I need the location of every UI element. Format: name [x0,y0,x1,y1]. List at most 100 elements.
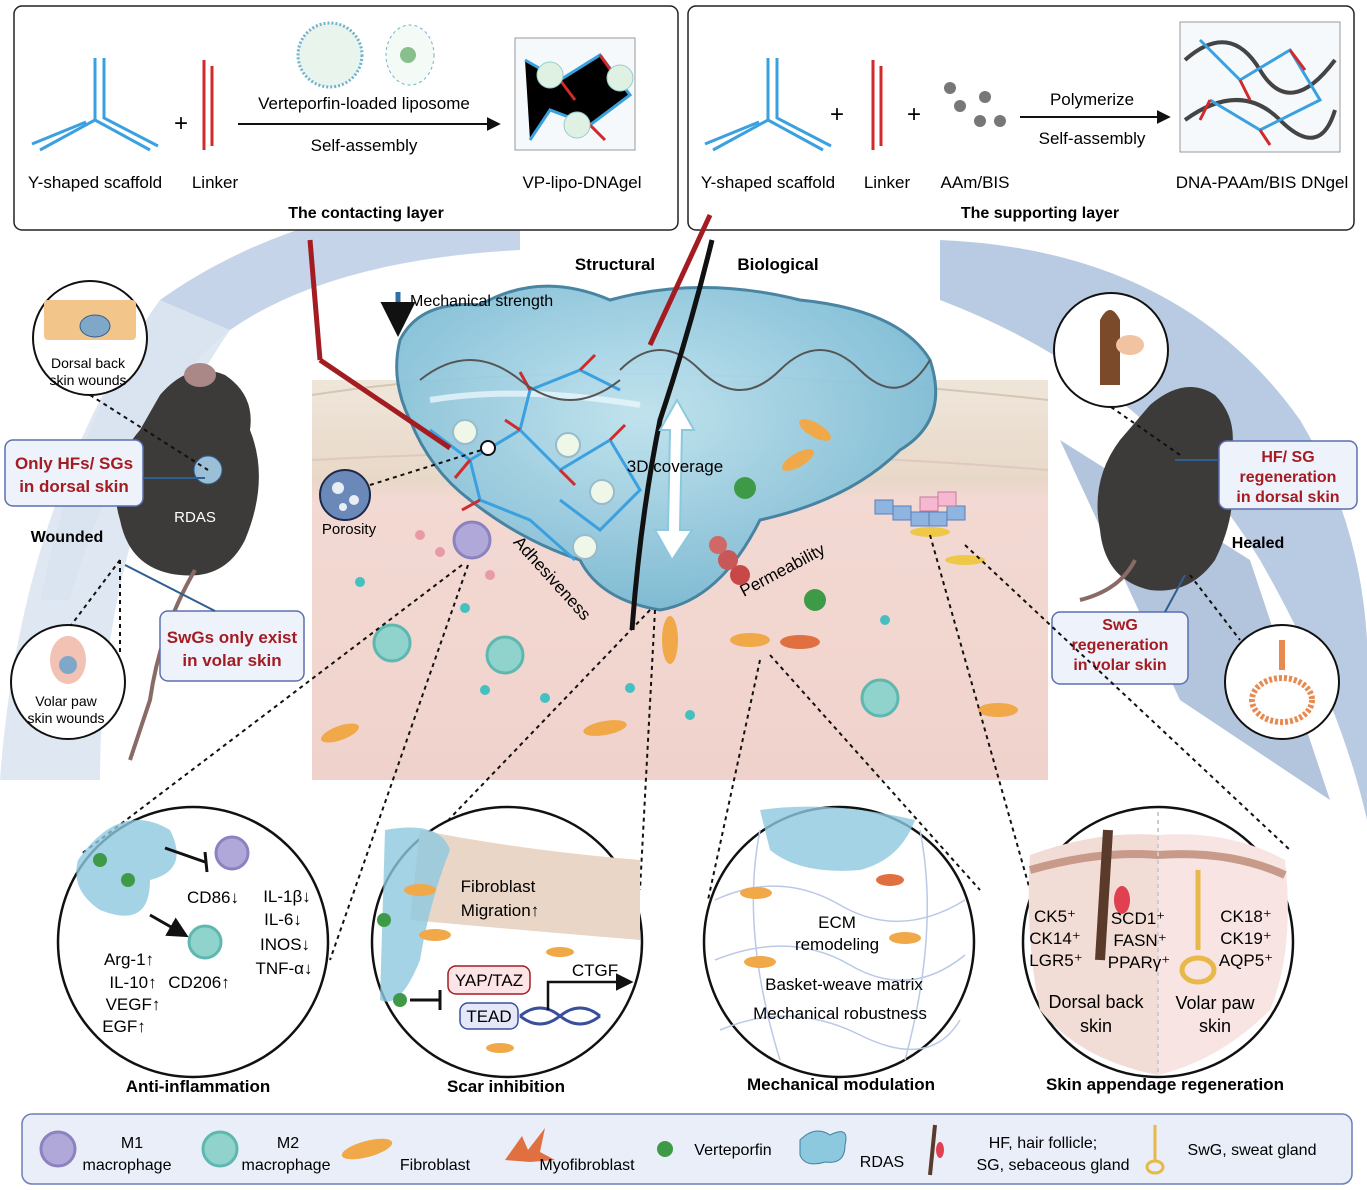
arrow-bottom-label: Self-assembly [311,136,418,155]
il10: IL-10↑ [109,973,156,992]
panel-anti-inflammation: CD86↓ IL-1β↓ IL-6↓ INOS↓ TNF-α↓ Arg-1↑ I… [56,805,330,1096]
central-wound-scene: Mechanical strength Structural Biologica… [307,213,1049,780]
dna-paam-dngel-icon [1179,21,1341,153]
inos: INOS↓ [260,935,310,954]
legend-verteporfin: Verteporfin [694,1142,771,1159]
swg-regen-line3: in volar skin [1073,657,1166,674]
hf-regen-line3: in dorsal skin [1236,489,1339,506]
panel-title-mechanical: Mechanical modulation [747,1075,935,1094]
legend-m1-1: M1 [121,1135,143,1152]
m2-legend-icon [201,1130,239,1168]
box-title: The contacting layer [288,205,444,222]
il6: IL-6↓ [264,910,302,929]
coverage-arrow [653,397,696,562]
supporting-layer-box: + + Polymerize Self-assembly Y-shaped sc… [687,5,1355,231]
panel-skin-appendage: CK5⁺ CK14⁺ LGR5⁺ SCD1⁺ FASN⁺ PPARγ⁺ CK18… [1021,805,1295,1094]
legend-m1-2: macrophage [83,1157,172,1174]
volar-skin-line2: skin [1199,1016,1231,1036]
vp-lipo-dnagel-icon [514,37,636,151]
legend-sg: SG, sebaceous gland [977,1157,1130,1174]
dorsal-skin-line2: skin [1080,1016,1112,1036]
legend: M1 macrophage M2 macrophage Fibroblast M… [21,1113,1353,1185]
legend-swg: SwG, sweat gland [1188,1142,1317,1159]
ppar: PPARγ⁺ [1108,953,1171,972]
hf-regen-line2: regeneration [1240,469,1337,486]
ecm-line1: ECM [818,913,856,932]
tnfa: TNF-α↓ [255,959,312,978]
structural-biological-divider [629,239,715,631]
panel-title-anti-inflammation: Anti-inflammation [126,1077,271,1096]
contacting-layer-box: + Verteporfin-loaded liposome Self-assem… [13,5,679,231]
left-mouse-icon [115,370,259,576]
swgs-line2: in volar skin [182,651,281,670]
arrow-bottom-label-2: Self-assembly [1039,129,1146,148]
liposomes [452,419,615,560]
myofibroblast-legend-icon [505,1128,555,1162]
coverage-label: 3D coverage [627,457,723,476]
plus-sign-3: + [907,101,921,128]
ck19: CK19⁺ [1220,929,1272,948]
legend-myofibroblast: Myofibroblast [539,1157,635,1174]
liposome-icon [296,21,435,89]
legend-hf: HF, hair follicle; [989,1135,1097,1152]
porosity-label: Porosity [322,521,377,538]
swg-regen-line2: regeneration [1072,637,1169,654]
gel-network [429,368,642,562]
arg1: Arg-1↑ [104,950,154,969]
tead: TEAD [466,1007,511,1026]
dorsal-wound-label-1: Dorsal back [51,355,126,371]
plus-sign-1: + [174,110,188,137]
plus-sign-2: + [830,101,844,128]
structural-label: Structural [575,255,655,274]
wounded-label: Wounded [31,529,104,546]
legend-m2-2: macrophage [242,1157,331,1174]
rdas-label: RDAS [174,509,216,526]
swgs-line1: SwGs only exist [167,628,298,647]
ck18: CK18⁺ [1220,907,1272,926]
porosity-icon [319,469,371,521]
scaffold-label-2: Y-shaped scaffold [701,173,835,192]
product-label-2: DNA-PAAm/BIS DNgel [1176,173,1349,192]
hair-follicle-legend-icon [928,1124,937,1176]
monomer-dots-icon [944,82,1006,127]
volar-wound-label-1: Volar paw [35,693,97,709]
rdas-gel [395,284,938,612]
gel-linkers [453,353,627,512]
cd86: CD86↓ [187,888,239,907]
aqp5: AQP5⁺ [1219,951,1273,970]
panel-mechanical-modulation: ECM remodeling Basket-weave matrix Mecha… [702,805,976,1094]
fibro-line2: Migration↑ [461,901,539,920]
yap-taz: YAP/TAZ [455,971,523,990]
lgr5: LGR5⁺ [1029,951,1082,970]
y-scaffold-icon [31,58,159,152]
right-mouse-icon [1097,387,1233,591]
panel-scar-inhibition: Fibroblast Migration↑ YAP/TAZ TEAD CTGF … [370,805,644,1096]
rdas-legend-icon [799,1130,847,1165]
fasn: FASN⁺ [1113,931,1166,950]
y-scaffold-icon-2 [704,58,832,152]
panel-title-scar-inhibition: Scar inhibition [447,1077,565,1096]
only-hfs-line2: in dorsal skin [19,477,129,496]
linker-label: Linker [192,173,239,192]
healed-label: Healed [1232,535,1284,552]
product-label: VP-lipo-DNAgel [522,173,641,192]
left-mouse-group: Dorsal back skin wounds Only HFs/ SGs in… [4,280,305,761]
arrow-top-label-2: Polymerize [1050,90,1134,109]
volar-skin-line1: Volar paw [1175,993,1255,1013]
ck5: CK5⁺ [1034,907,1076,926]
legend-fibroblast: Fibroblast [400,1157,471,1174]
linker-label-2: Linker [864,173,911,192]
m1-legend-icon [39,1130,77,1168]
linker-icon [202,60,214,150]
scd1: SCD1⁺ [1111,909,1165,928]
panel-title-appendage: Skin appendage regeneration [1046,1075,1284,1094]
dorsal-skin-line1: Dorsal back [1048,992,1144,1012]
ck14: CK14⁺ [1029,929,1081,948]
monomer-label: AAm/BIS [941,173,1010,192]
cells-in-wound [321,419,1018,743]
egf: EGF↑ [102,1017,145,1036]
cd206: CD206↑ [168,973,229,992]
right-mouse-group: HF/ SG regeneration in dorsal skin Heale… [1051,292,1358,740]
scaffold-label: Y-shaped scaffold [28,173,162,192]
